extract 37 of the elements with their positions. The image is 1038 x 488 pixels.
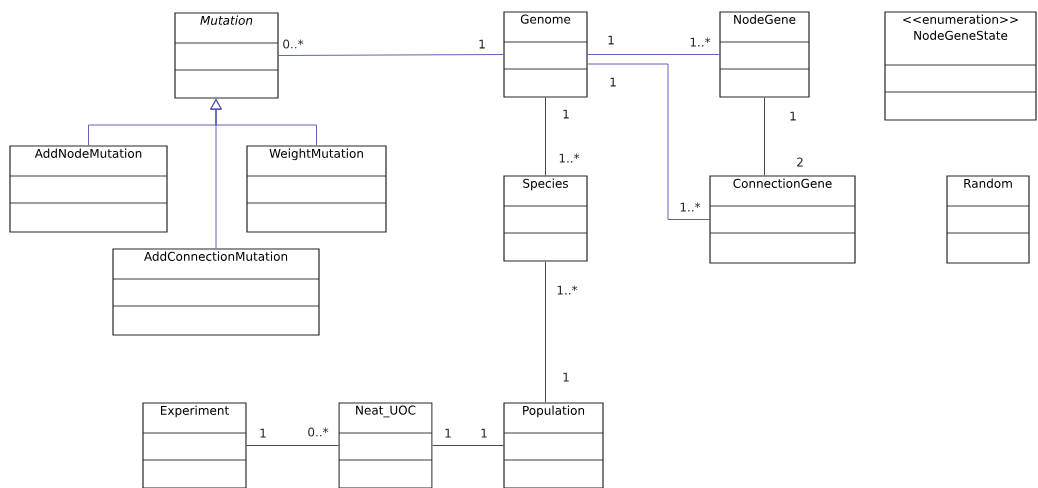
class-box: Experiment [142, 402, 247, 488]
connector [587, 54, 720, 55]
class-box: Population [503, 402, 604, 488]
multiplicity-label: 0..* [283, 39, 304, 49]
multiplicity-label: 1..* [557, 285, 578, 295]
multiplicity-label: 1 [479, 39, 485, 49]
multiplicity-label: 1..* [559, 153, 580, 163]
connector [210, 99, 222, 249]
multiplicity-label: 1..* [680, 202, 701, 212]
class-box: AddNodeMutation [9, 145, 168, 233]
multiplicity-label: 1 [260, 428, 266, 438]
connector [545, 261, 546, 403]
class-box: Random [946, 175, 1030, 264]
class-box: Mutation [174, 12, 279, 99]
class-box: Neat_UOC [338, 402, 433, 488]
connector [545, 97, 546, 176]
class-box: Genome [503, 11, 588, 98]
class-box: WeightMutation [246, 145, 387, 233]
class-box: Species [503, 175, 588, 262]
class-box: <<enumeration>> NodeGeneState [884, 11, 1037, 121]
connector [764, 97, 765, 176]
multiplicity-label: 1 [610, 77, 616, 87]
multiplicity-label: 0..* [308, 427, 329, 437]
connector [587, 63, 710, 220]
multiplicity-label: 1 [790, 111, 796, 121]
class-box: NodeGene [719, 11, 810, 98]
multiplicity-label: 1 [608, 35, 614, 45]
connector [432, 445, 504, 446]
class-box: ConnectionGene [709, 175, 856, 264]
multiplicity-label: 1..* [690, 37, 711, 47]
multiplicity-label: 1 [481, 428, 487, 438]
multiplicity-label: 1 [563, 109, 569, 119]
multiplicity-label: 1 [445, 428, 451, 438]
connector [246, 445, 339, 446]
multiplicity-label: 1 [563, 372, 569, 382]
connector [278, 54, 504, 56]
class-box: AddConnectionMutation [112, 248, 320, 336]
